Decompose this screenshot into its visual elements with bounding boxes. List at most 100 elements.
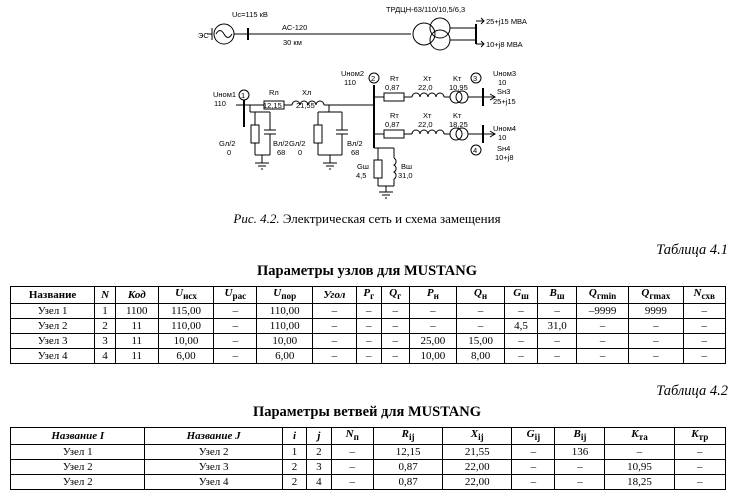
header-subscript: ш: [556, 291, 565, 302]
n4-num: 4: [473, 146, 477, 155]
load2-label: 10+j8 МВА: [486, 40, 523, 49]
table-cell: 10,00: [256, 333, 314, 350]
n4-value: 10: [498, 133, 506, 142]
header-label: U: [273, 287, 282, 299]
column-header: Nп: [330, 426, 374, 446]
header-label: G: [526, 428, 535, 440]
table-cell: –: [213, 348, 258, 365]
xt2-value: 22,0: [418, 120, 433, 129]
header-label: P: [363, 287, 371, 299]
table-cell: –: [330, 459, 374, 476]
xl-value: 21,55: [296, 101, 315, 110]
table-cell: –: [213, 318, 258, 335]
column-header: Qг: [381, 285, 410, 305]
table-cell: –: [682, 333, 727, 350]
column-header: Код: [114, 285, 159, 305]
header-subscript: ш: [521, 291, 529, 302]
n4-label: Uном4: [493, 124, 516, 133]
table-cell: Узел 2: [9, 318, 96, 335]
header-subscript: гmax: [649, 291, 671, 302]
kt2-value: 18,25: [449, 120, 468, 129]
table-cell: –: [381, 318, 410, 335]
column-header: Название J: [144, 426, 283, 446]
table-cell: –: [673, 474, 727, 491]
header-subscript: гmin: [596, 291, 617, 302]
header-label: Название: [28, 288, 77, 301]
table-cell: Узел 1: [9, 444, 146, 461]
table-cell: –: [503, 348, 539, 365]
table-cell: –: [456, 318, 505, 335]
column-header: i: [281, 426, 308, 446]
table-cell: –: [576, 348, 630, 365]
table-cell: –: [628, 348, 684, 365]
bl1-label: Bл/2: [273, 139, 289, 148]
gl2-value: 0: [298, 148, 302, 157]
table-cell: –: [213, 333, 258, 350]
table-cell: Узел 3: [9, 333, 96, 350]
header-subscript: тр: [698, 432, 709, 443]
table-cell: 1: [94, 303, 116, 320]
table-cell: –: [312, 348, 357, 365]
table-cell: 6,00: [157, 348, 215, 365]
table-cell: –: [576, 318, 630, 335]
table-cell: –: [355, 303, 383, 320]
table-cell: –: [682, 348, 727, 365]
rl-label: Rл: [269, 88, 279, 97]
gl1-value: 0: [227, 148, 231, 157]
table-cell: Узел 2: [144, 444, 283, 461]
table-cell: –: [330, 474, 374, 491]
header-label: j: [317, 429, 321, 442]
table-cell: –: [537, 303, 578, 320]
header-subscript: рас: [232, 291, 247, 302]
table-cell: –: [511, 474, 556, 491]
n2-label: Uном2: [341, 69, 364, 78]
table1-title: Параметры узлов для MUSTANG: [257, 263, 477, 279]
table-cell: 4: [306, 474, 332, 491]
table-cell: –: [355, 348, 383, 365]
line-type: АС-120: [282, 23, 307, 32]
table-cell: 11: [114, 318, 159, 335]
table-cell: –: [511, 444, 556, 461]
gl2-label: Gл/2: [289, 139, 305, 148]
bsh-value: 31,0: [398, 171, 413, 180]
column-header: Gij: [511, 426, 556, 446]
table-cell: –: [682, 303, 727, 320]
header-label: Название J: [186, 429, 241, 442]
header-label: K: [691, 428, 699, 440]
rt2-value: 0,87: [385, 120, 400, 129]
column-header: Bij: [554, 426, 606, 446]
rt1-value: 0,87: [385, 83, 400, 92]
table-cell: 115,00: [157, 303, 215, 320]
table-cell: –: [312, 303, 357, 320]
table-cell: 12,15: [372, 444, 444, 461]
table-cell: Узел 1: [9, 303, 96, 320]
table-cell: –9999: [576, 303, 630, 320]
header-label: R: [401, 428, 409, 440]
column-header: Uисх: [157, 285, 215, 305]
table-cell: –: [213, 303, 258, 320]
kt1-value: 10,95: [449, 83, 468, 92]
table-cell: 10,95: [604, 459, 675, 476]
table-cell: –: [554, 459, 606, 476]
table-cell: 15,00: [456, 333, 505, 350]
column-header: Qгmax: [628, 285, 684, 305]
header-label: i: [292, 429, 297, 442]
header-label: Q: [473, 287, 482, 299]
table-cell: –: [312, 318, 357, 335]
column-header: Kтр: [673, 426, 727, 446]
table-cell: 6,00: [256, 348, 314, 365]
column-header: Название I: [9, 426, 146, 446]
table-cell: –: [408, 303, 458, 320]
sn3-label: Sн3: [497, 87, 510, 96]
table-cell: 4,5: [503, 318, 539, 335]
table-cell: 11: [114, 348, 159, 365]
header-subscript: исх: [183, 291, 197, 302]
table-cell: –: [456, 303, 505, 320]
header-subscript: ij: [408, 432, 415, 443]
n1-num: 1: [241, 91, 245, 100]
